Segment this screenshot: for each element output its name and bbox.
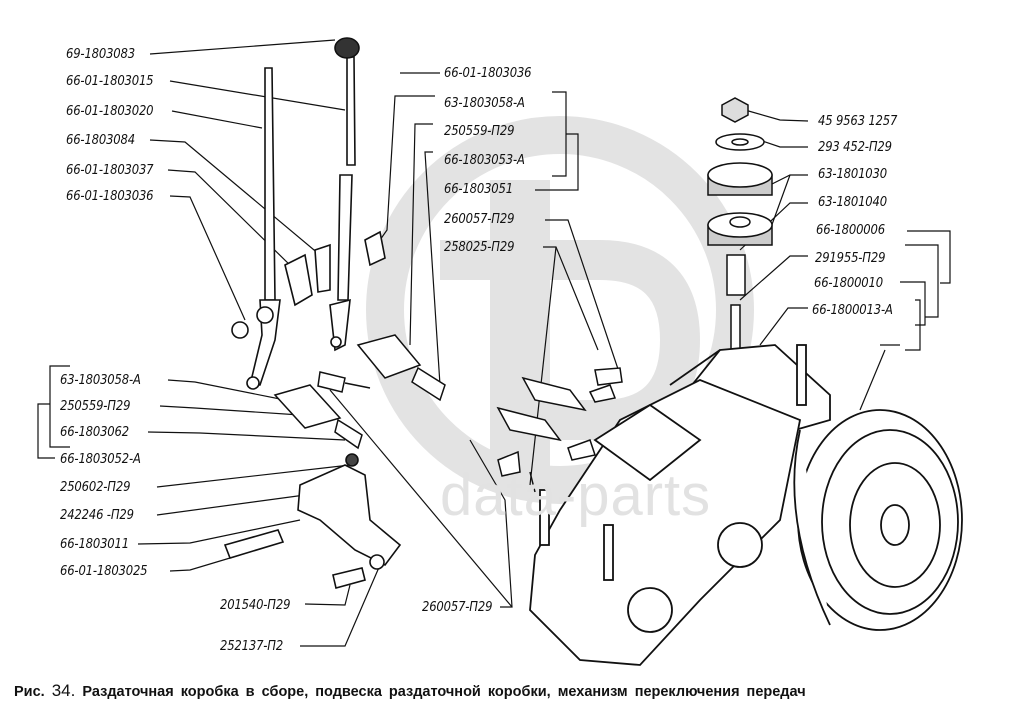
part-label: 242246 -П29	[60, 507, 134, 523]
leader-lines	[37, 39, 951, 647]
watermark-text: data-parts	[440, 463, 712, 528]
part-label: 250602-П29	[60, 479, 131, 495]
part-label: 66-1800010	[814, 275, 883, 291]
part-label: 66-1803051	[444, 181, 513, 197]
part-label: 252137-П2	[220, 638, 284, 654]
part-label: 66-1803084	[66, 132, 135, 148]
part-label: 69-1803083	[66, 46, 135, 62]
part-label: 66-01-1803036	[444, 65, 532, 81]
part-label: 63-1801040	[818, 194, 887, 210]
shift-levers	[231, 37, 386, 390]
part-label: 66-01-1803025	[60, 563, 148, 579]
part-label: 66-01-1803037	[66, 162, 154, 178]
part-label: 63-1801030	[818, 166, 887, 182]
part-label: 63-1803058-А	[60, 372, 141, 388]
part-label: 293 452-П29	[818, 139, 892, 155]
part-label: 66-01-1803020	[66, 103, 154, 119]
part-label: 260057-П29	[422, 599, 493, 615]
part-label: 66-01-1803036	[66, 188, 154, 204]
caption-number: 34.	[51, 681, 76, 700]
part-label: 66-1803011	[60, 536, 129, 552]
part-label: 66-1803052-А	[60, 451, 141, 467]
transfer-case	[529, 344, 963, 666]
part-label: 63-1803058-А	[444, 95, 525, 111]
shift-bracket	[223, 453, 402, 589]
part-label: 66-01-1803015	[66, 73, 154, 89]
figure-caption: Рис. 34. Раздаточная коробка в сборе, по…	[14, 681, 806, 701]
caption-text: Раздаточная коробка в сборе, подвеска ра…	[82, 684, 806, 700]
part-label: 250559-П29	[60, 398, 131, 414]
caption-prefix: Рис.	[14, 684, 45, 700]
part-label: 66-1803062	[60, 424, 129, 440]
part-label: 260057-П29	[444, 211, 515, 227]
mount-stack	[707, 97, 773, 361]
part-label: 66-1800013-А	[812, 302, 893, 318]
part-label: 258025-П29	[444, 239, 515, 255]
part-label: 201540-П29	[220, 597, 291, 613]
clevises-and-rods	[273, 334, 623, 493]
part-label: 291955-П29	[815, 250, 886, 266]
part-label: 45 9563 1257	[818, 113, 898, 129]
part-label: 66-1803053-А	[444, 152, 525, 168]
part-label: 250559-П29	[444, 123, 515, 139]
part-label: 66-1800006	[816, 222, 885, 238]
